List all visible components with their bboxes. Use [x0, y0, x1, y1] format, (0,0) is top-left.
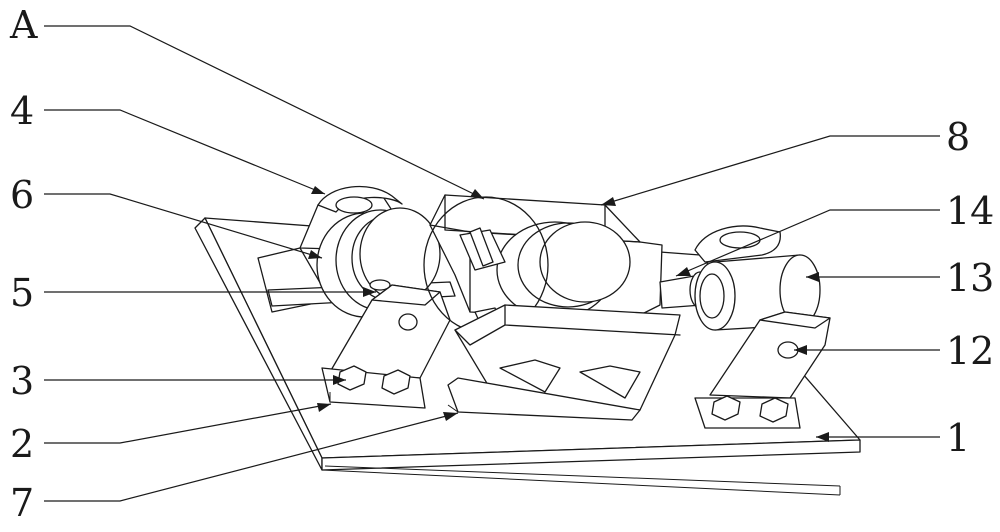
left-bolts: [337, 365, 411, 395]
central-pulley: [496, 221, 631, 319]
label-6: 6: [10, 173, 34, 217]
right-support: [694, 311, 831, 429]
label-13: 13: [946, 256, 994, 300]
reference-labels: A 4 6 5 3 2 7 8 14 13 12 1: [9, 3, 994, 525]
label-1: 1: [946, 416, 970, 460]
label-8: 8: [946, 115, 970, 159]
label-14: 14: [946, 189, 994, 233]
label-12: 12: [946, 329, 994, 373]
label-a: A: [9, 3, 38, 47]
label-3: 3: [10, 359, 34, 403]
leader-lines: [44, 25, 940, 502]
left-support: [321, 279, 451, 409]
label-5: 5: [10, 271, 34, 315]
label-4: 4: [10, 89, 34, 133]
lower-housing: [447, 304, 681, 421]
label-2: 2: [10, 422, 34, 466]
rear-right-bracket: [694, 225, 781, 263]
motor-cylinder: [694, 254, 821, 331]
label-7: 7: [10, 481, 34, 525]
